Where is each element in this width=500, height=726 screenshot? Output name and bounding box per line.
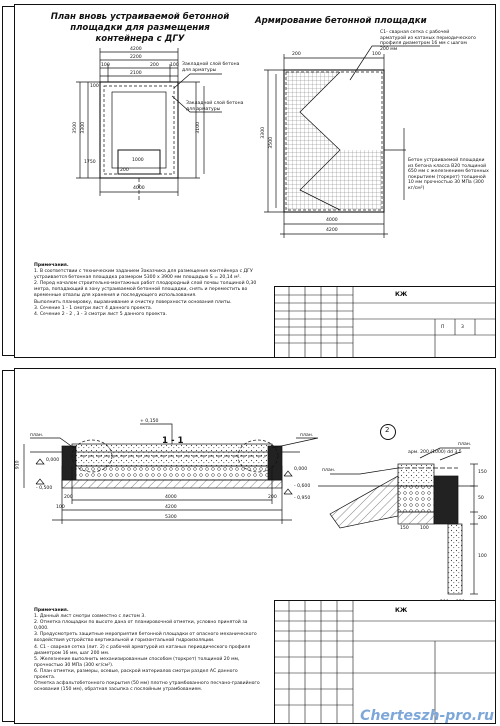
- note-item: 2. Перед началом строительно-монтажных р…: [34, 281, 257, 299]
- note-item: Отметка асфальтобетонного покрытия (50 м…: [34, 681, 260, 693]
- label-plan-left: план.: [30, 433, 44, 438]
- arm-dim-4000: 4000: [326, 218, 338, 223]
- title-block: КЖ П 3: [274, 286, 496, 358]
- dim-2200: 2200: [130, 55, 142, 60]
- title-block-grid: [275, 601, 495, 723]
- detail-dim: 150: [478, 470, 487, 475]
- label-plan-right: план.: [300, 433, 314, 438]
- elevation-right-neg1: - 0,600: [294, 484, 311, 489]
- detail-dim: 100: [420, 526, 429, 531]
- elevation-left-zero: 0,000: [46, 458, 60, 463]
- section-title: 1 - 1: [162, 436, 184, 446]
- dim-200-right: 200: [268, 495, 277, 500]
- detail-marker: [380, 424, 396, 440]
- elevation-right-neg2: - 0,950: [294, 496, 311, 501]
- note-item: 2. Отметка площадки по высоте дана от пл…: [34, 620, 248, 632]
- detail-arm-label: арм. 200 (1000) dd 3,5: [408, 450, 462, 455]
- callout-concrete-layer-2: Закладной слой бетона для арматуры: [186, 101, 244, 112]
- note-item: 1. В соответствии с техническим заданием…: [34, 269, 253, 281]
- dim-4200: 4200: [165, 505, 177, 510]
- title-block-grid: [275, 287, 495, 357]
- detail-dim: 200: [478, 516, 487, 521]
- dim-100-right: 100: [170, 63, 179, 68]
- detail-label-left: план.: [322, 468, 336, 473]
- reinforcement-drawing: [264, 45, 440, 238]
- plan-drawing: [76, 48, 222, 200]
- notes-heading: Примечания.: [34, 263, 69, 268]
- dim-1000: 1000: [132, 158, 144, 163]
- arm-dim-3300: 3300: [261, 126, 267, 139]
- dim-1750: 1750: [84, 160, 96, 165]
- sheet-frame: [14, 368, 496, 724]
- sheet-frame: [14, 4, 496, 358]
- stamp-code: КЖ: [395, 607, 408, 614]
- dim-4200: 4200: [130, 47, 142, 52]
- note-item: 4. Сечение 2 - 2 , 3 - 3 смотри лист 5 д…: [34, 311, 167, 317]
- dim-200: 200: [150, 63, 159, 68]
- arm-dim-100: 100: [372, 52, 381, 57]
- callout-concrete-spec: Бетон устраиваемой площадки из бетона кл…: [408, 158, 489, 191]
- callout-concrete-layer-1: Закладной слой бетона для арматуры: [182, 62, 240, 73]
- plan-title: План вновь устраиваемой бетонной площадк…: [50, 12, 230, 44]
- dim-910: 910: [15, 460, 21, 470]
- dim-4000: 4000: [165, 495, 177, 500]
- detail-dim: 150: [400, 526, 409, 531]
- drawing-sheet-3: План вновь устраиваемой бетонной площадк…: [0, 0, 500, 362]
- dim-200-inner: 200: [120, 168, 129, 173]
- notes-sheet-3: Примечания. 1. В соответствии с техничес…: [34, 263, 262, 318]
- reinforcement-title: Армирование бетонной площадки: [255, 16, 427, 26]
- stamp-sheet-number: 3: [461, 325, 464, 330]
- dim-200-left: 200: [64, 495, 73, 500]
- arm-dim-4200: 4200: [326, 228, 338, 233]
- dim-4000: 4000: [133, 186, 145, 191]
- notes-sheet-4: Примечания. 1. Данный лист смотри совмес…: [34, 608, 260, 693]
- section-drawing: [23, 423, 478, 595]
- elevation-right-zero: 0,000: [294, 467, 308, 472]
- note-item: 3. Сечение 1 - 1 смотри лист 4 данного п…: [34, 305, 153, 311]
- callout-mesh-c1: С1- сварная сетка с рабочей арматурой из…: [380, 30, 476, 52]
- detail-marker-number: 2: [385, 426, 390, 434]
- stamp-code: КЖ: [395, 291, 408, 298]
- elevation-top: + 0,150: [140, 419, 159, 424]
- note-item: Выполнить планировку, выравнивание и очи…: [34, 299, 232, 305]
- detail-label-right: план.: [458, 442, 472, 447]
- watermark-logo: Cherteszh-pro.ru: [360, 708, 494, 724]
- note-item: 5. Железнение выполнить механизированным…: [34, 656, 240, 668]
- note-item: 3. Предусмотреть защитные мероприятия бе…: [34, 632, 257, 644]
- detail-dim: 50: [478, 496, 484, 501]
- note-item: 6. План отметки, размеры, осевые, раскро…: [34, 668, 238, 681]
- dim-2100: 2100: [130, 71, 142, 76]
- dim-5300: 5300: [165, 515, 177, 520]
- note-item: 4. С1 - сварная сетка (лит. 2) с рабочей…: [34, 644, 251, 656]
- title-block: КЖ: [274, 600, 496, 724]
- elevation-left-neg: - 0,500: [36, 486, 53, 491]
- notes-heading: Примечания.: [34, 608, 69, 613]
- dim-100: 100: [56, 505, 65, 510]
- note-item: 1. Данный лист смотри совместно с листом…: [34, 614, 146, 620]
- arm-dim-3500: 3500: [269, 136, 275, 149]
- arm-dim-200: 200: [292, 52, 301, 57]
- stamp-stage: П: [441, 325, 445, 330]
- dim-100-left: 100: [101, 63, 110, 68]
- dim-left-100: 100: [90, 84, 99, 89]
- drawing-sheet-4: 1 - 1 2: [0, 364, 500, 726]
- detail-dim: 100: [478, 554, 487, 559]
